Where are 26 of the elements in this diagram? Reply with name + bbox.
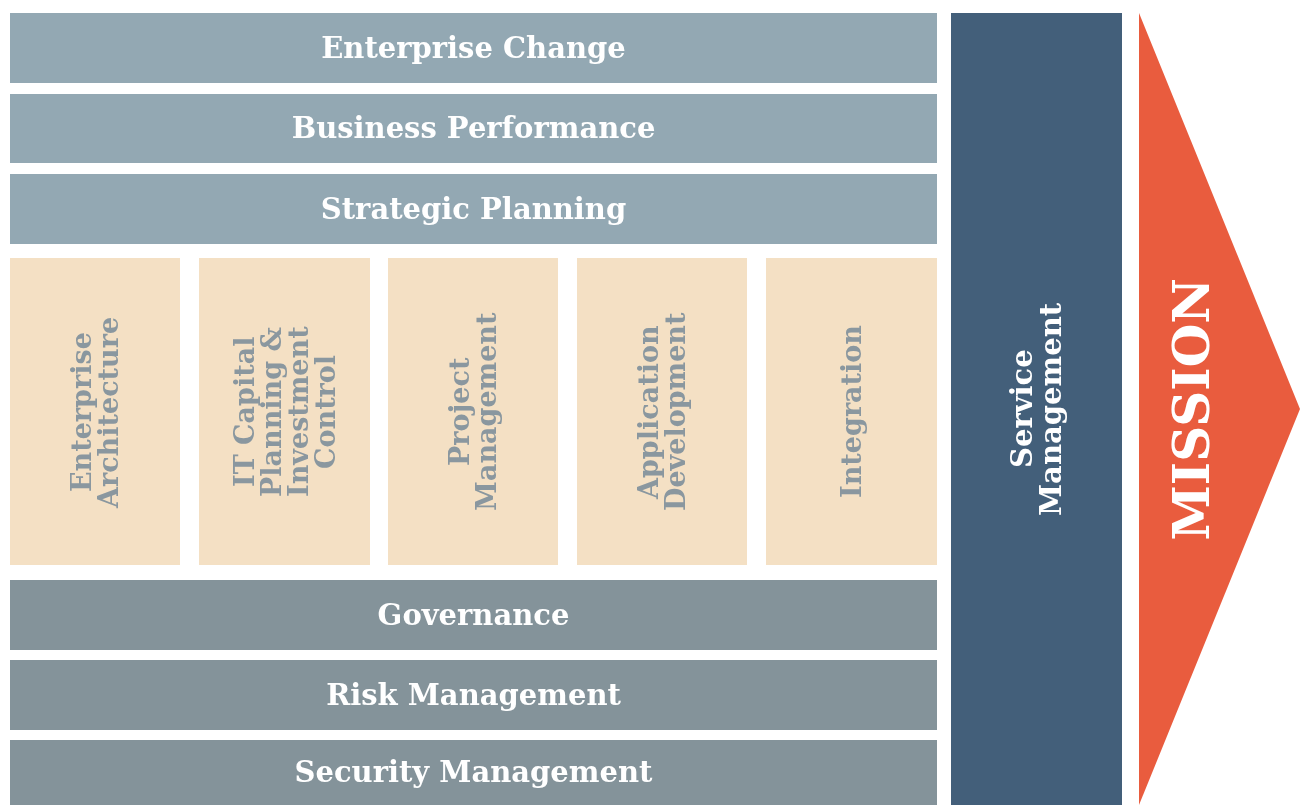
band (10, 580, 937, 650)
band (10, 740, 937, 805)
band-label: Enterprise Change (321, 33, 626, 63)
pillar-label: Enterprise Architecture (68, 314, 122, 510)
pillar-label: Service Management (1007, 301, 1066, 518)
band (10, 94, 937, 163)
pillar (10, 258, 180, 565)
band-label: Strategic Planning (320, 194, 627, 224)
band (10, 660, 937, 730)
band (10, 174, 937, 244)
pillar-label: Integration (838, 325, 865, 498)
chevron-arrow (1139, 13, 1300, 805)
pillar (766, 258, 937, 565)
band-label: Business Performance (291, 114, 656, 143)
band-label: Governance (377, 600, 570, 630)
pillar-label: Project Management (446, 311, 500, 512)
band-label: Security Management (294, 758, 653, 787)
band (10, 13, 937, 83)
pillar (577, 258, 747, 565)
side-pillar (951, 13, 1122, 805)
pillar (199, 258, 370, 565)
pillar-label: IT Capital Planning & Investment Control (230, 325, 339, 499)
pillar (388, 258, 558, 565)
pillar-label: Application Development (635, 311, 689, 512)
arrow-label: MISSION (1167, 277, 1217, 541)
band-label: Risk Management (326, 680, 621, 710)
